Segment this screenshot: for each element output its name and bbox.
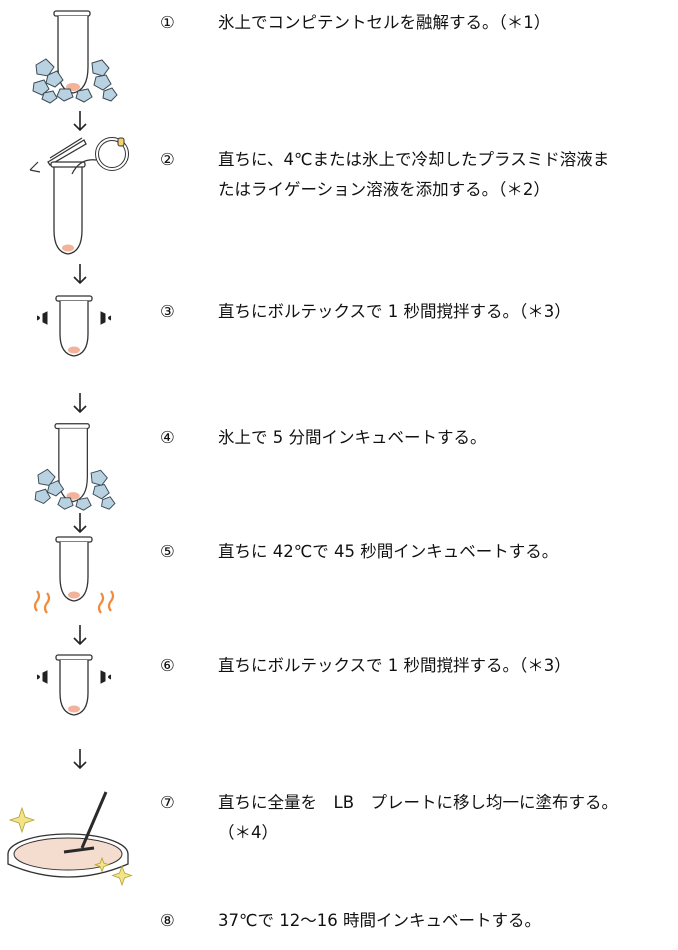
heated-tube-icon [33,536,115,614]
step-number: ③ [160,302,175,321]
step-number: ⑦ [160,793,175,812]
step-text-line: 37℃で 12〜16 時間インキュベートする。 [218,911,542,930]
step-text-line: 直ちにボルテックスで 1 秒間撹拌する。（＊3） [218,302,571,321]
step-number: ① [160,13,175,32]
step-text: 氷上で 5 分間インキュベートする。 [218,423,670,453]
step-text: 氷上でコンピテントセルを融解する。（＊1） [218,8,670,38]
step-text: 37℃で 12〜16 時間インキュベートする。 [218,906,670,936]
down-arrow-icon [73,749,87,770]
agar-plate-spread-icon [7,791,133,886]
down-arrow-icon [73,264,87,285]
step-text-line: 直ちに、4℃または氷上で冷却したプラスミド溶液ま [218,150,610,169]
vortex-tube-icon [36,295,112,357]
step-text-line: （＊4） [218,823,278,842]
step-text: 直ちにボルテックスで 1 秒間撹拌する。（＊3） [218,651,670,681]
step-text: 直ちに、4℃または氷上で冷却したプラスミド溶液ま たはライゲーション溶液を添加す… [218,145,670,205]
step-text: 直ちにボルテックスで 1 秒間撹拌する。（＊3） [218,297,670,327]
down-arrow-icon [73,625,87,646]
step-number: ⑧ [160,911,175,930]
step-number: ② [160,150,175,169]
step-text-line: 氷上で 5 分間インキュベートする。 [218,428,487,447]
step-text-line: 直ちに全量を LB プレートに移し均一に塗布する。 [218,793,619,812]
step-text: 直ちに 42℃で 45 秒間インキュベートする。 [218,537,670,567]
down-arrow-icon [73,513,87,534]
vortex-tube-icon [36,654,112,716]
step-text-line: 直ちにボルテックスで 1 秒間撹拌する。（＊3） [218,656,571,675]
down-arrow-icon [73,393,87,414]
step-number: ④ [160,428,175,447]
step-number: ⑥ [160,656,175,675]
tube-on-ice-icon [32,10,118,104]
step-text-line: 直ちに 42℃で 45 秒間インキュベートする。 [218,542,559,561]
step-text-line: 氷上でコンピテントセルを融解する。（＊1） [218,13,551,32]
step-number: ⑤ [160,542,175,561]
step-text-line: たはライゲーション溶液を添加する。（＊2） [218,180,550,199]
tube-on-ice-icon [34,423,116,511]
step-text: 直ちに全量を LB プレートに移し均一に塗布する。 （＊4） [218,788,670,848]
tube-add-plasmid-icon [29,137,129,255]
down-arrow-icon [73,111,87,132]
